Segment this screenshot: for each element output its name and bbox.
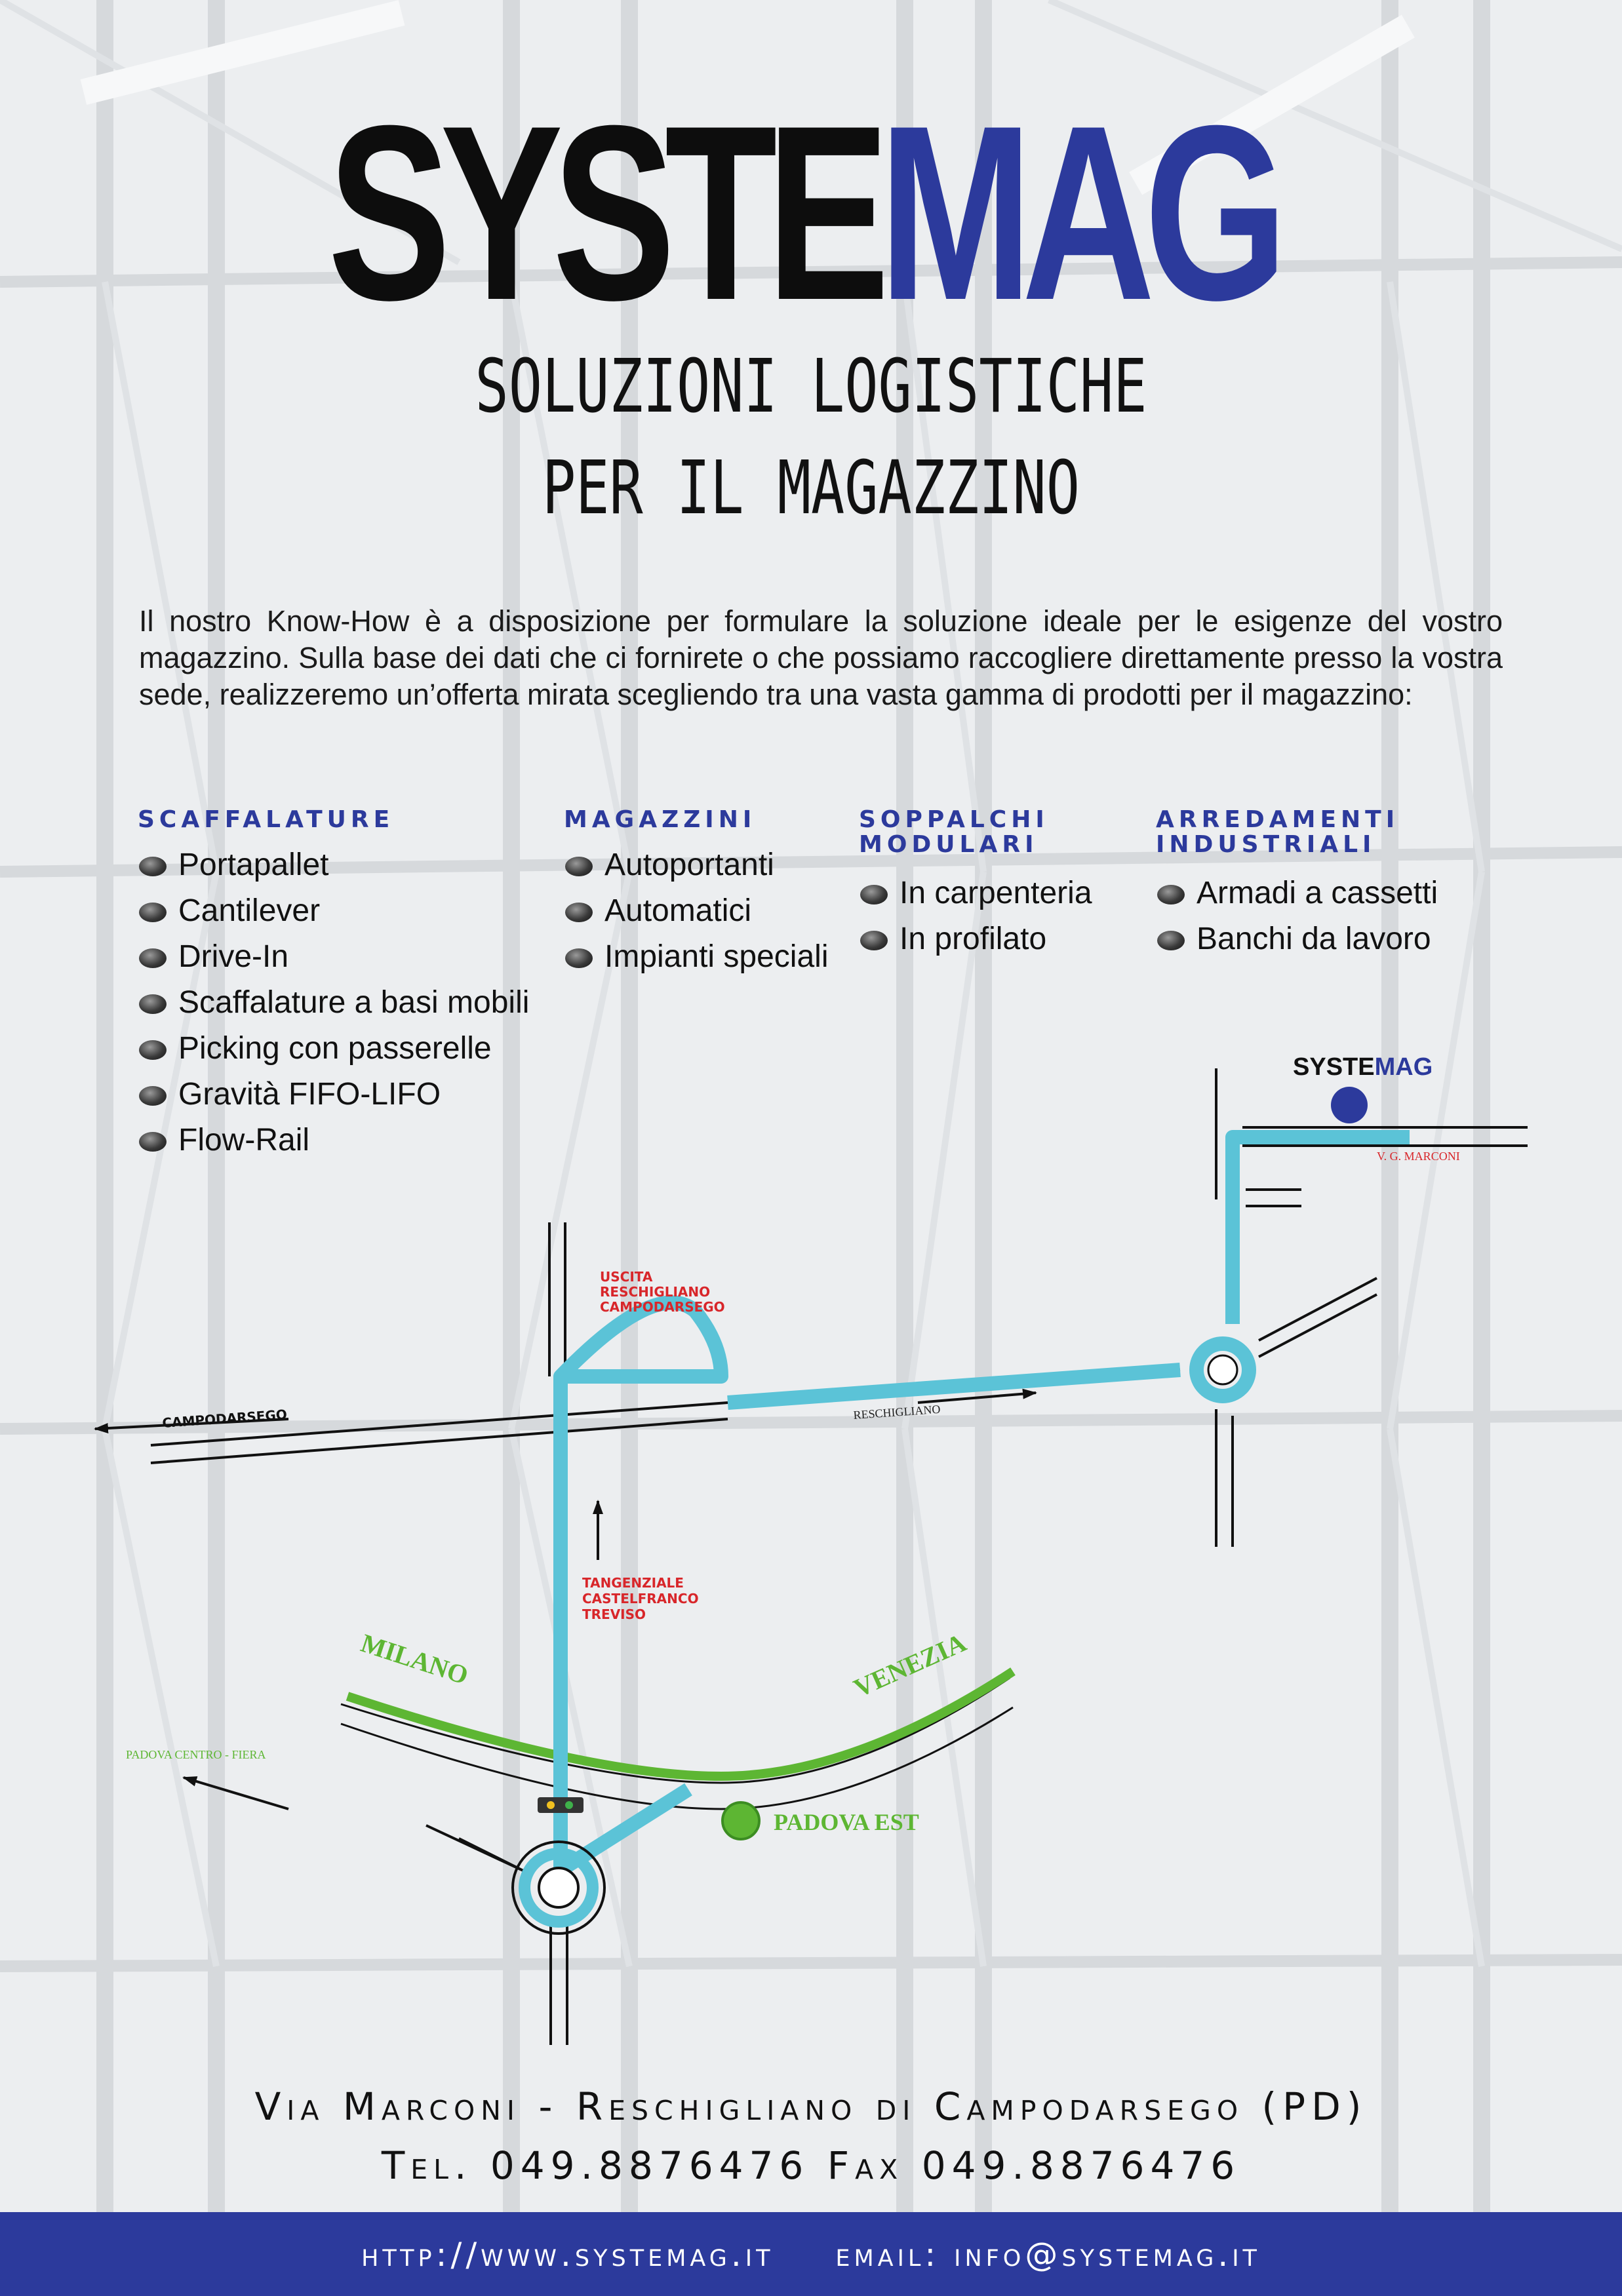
- footer-contacts: http://www.systemag.it email: info@syste…: [0, 2234, 1622, 2276]
- list-item: Flow-Rail: [138, 1118, 529, 1163]
- tagline-line-1: SOLUZIONI LOGISTICHE: [475, 344, 1147, 429]
- arrow-padova-centro: [182, 1776, 289, 1810]
- svg-text:CASTELFRANCO: CASTELFRANCO: [582, 1591, 699, 1606]
- list-item: Gravità FIFO-LIFO: [138, 1072, 529, 1118]
- list-item: Banchi da lavoro: [1156, 916, 1438, 962]
- location-marker-icon: [1331, 1087, 1368, 1123]
- list-item: Portapallet: [138, 842, 529, 888]
- label-tangenziale: TANGENZIALE CASTELFRANCO TREVISO: [582, 1575, 699, 1622]
- list-item: Autoportanti: [564, 842, 828, 888]
- category-list-soppalchi: In carpenteria In profilato: [859, 870, 1092, 962]
- route-line: [553, 1130, 1410, 1901]
- bullet-icon: [139, 948, 167, 968]
- arrow-campodarsego: [94, 1418, 289, 1433]
- bullet-icon: [139, 1132, 167, 1152]
- arrow-reschigliano: [917, 1388, 1037, 1404]
- category-title-line: INDUSTRIALI: [1156, 831, 1376, 858]
- category-list-scaffalature: Portapallet Cantilever Drive-In Scaffala…: [138, 842, 529, 1163]
- list-item: Impianti speciali: [564, 934, 828, 980]
- list-item: Scaffalature a basi mobili: [138, 980, 529, 1026]
- label-street-marconi: V. G. MARCONI: [1377, 1150, 1460, 1163]
- category-list-arredamenti: Armadi a cassetti Banchi da lavoro: [1156, 870, 1438, 962]
- label-reschigliano: RESCHIGLIANO: [853, 1403, 941, 1422]
- bullet-icon: [139, 1086, 167, 1106]
- brand-logo: SYSTEMAG: [328, 88, 1288, 338]
- email-link[interactable]: email: info@systemag.it: [835, 2236, 1261, 2274]
- tagline-line-2: PER IL MAGAZZINO: [542, 446, 1080, 531]
- category-list-magazzini: Autoportanti Automatici Impianti special…: [564, 842, 828, 980]
- bullet-icon: [860, 931, 888, 950]
- list-item: In profilato: [859, 916, 1092, 962]
- category-title-line: ARREDAMENTI: [1156, 806, 1400, 833]
- bullet-icon: [1157, 885, 1185, 905]
- label-campodarsego: CAMPODARSEGO: [162, 1407, 288, 1431]
- contact-phone: Tel. 049.8876476 Fax 049.8876476: [381, 2143, 1241, 2188]
- list-item: Cantilever: [138, 888, 529, 934]
- category-title-magazzini: MAGAZZINI: [564, 807, 756, 832]
- label-padova-centro: PADOVA CENTRO - FIERA: [126, 1748, 266, 1761]
- bullet-icon: [565, 948, 593, 968]
- website-link[interactable]: http://www.systemag.it: [361, 2236, 774, 2274]
- bullet-icon: [139, 1040, 167, 1060]
- map-roads: [150, 1068, 1528, 2045]
- category-title-arredamenti: ARREDAMENTI INDUSTRIALI: [1156, 807, 1399, 857]
- map-logo: SYSTEMAG: [1293, 1053, 1433, 1081]
- category-title-line: MODULARI: [859, 831, 1038, 858]
- roundabout-north: [1189, 1336, 1256, 1403]
- highway-line: [346, 1667, 1016, 1781]
- label-exit: USCITA RESCHIGLIANO CAMPODARSEGO: [600, 1269, 725, 1315]
- svg-text:RESCHIGLIANO: RESCHIGLIANO: [600, 1284, 710, 1300]
- bullet-icon: [565, 857, 593, 876]
- bullet-icon: [565, 903, 593, 922]
- svg-text:CAMPODARSEGO: CAMPODARSEGO: [600, 1299, 725, 1315]
- padova-est-marker-icon: [721, 1801, 761, 1840]
- footer-bar: [0, 2212, 1622, 2296]
- svg-text:TANGENZIALE: TANGENZIALE: [582, 1575, 684, 1591]
- bullet-icon: [139, 857, 167, 876]
- logo-part-2: MAG: [879, 73, 1288, 352]
- list-item: Drive-In: [138, 934, 529, 980]
- category-title-scaffalature: SCAFFALATURE: [138, 807, 394, 832]
- label-padova-est: PADOVA EST: [774, 1809, 919, 1835]
- directions-map: SYSTEMAG V. G. MARCONI USCITA RESCHIGLIA…: [94, 1053, 1528, 2045]
- svg-text:USCITA: USCITA: [600, 1269, 653, 1285]
- label-milano: MILANO: [357, 1628, 472, 1690]
- list-item: Armadi a cassetti: [1156, 870, 1438, 916]
- list-item: In carpenteria: [859, 870, 1092, 916]
- category-title-soppalchi: SOPPALCHI MODULARI: [859, 807, 1049, 857]
- svg-text:TREVISO: TREVISO: [582, 1606, 646, 1622]
- bullet-icon: [139, 994, 167, 1014]
- bullet-icon: [860, 885, 888, 905]
- intro-paragraph: Il nostro Know-How è a disposizione per …: [139, 604, 1503, 711]
- bullet-icon: [1157, 931, 1185, 950]
- bullet-icon: [139, 903, 167, 922]
- contact-address: Via Marconi - Reschigliano di Campodarse…: [254, 2084, 1368, 2129]
- category-title-line: MAGAZZINI: [564, 806, 757, 833]
- roundabout-south: [511, 1840, 606, 1935]
- list-item: Picking con passerelle: [138, 1026, 529, 1072]
- category-title-line: SOPPALCHI: [859, 806, 1049, 833]
- list-item: Automatici: [564, 888, 828, 934]
- logo-part-1: SYSTE: [328, 73, 890, 352]
- traffic-light-icon: [538, 1797, 584, 1813]
- label-venezia: VENEZIA: [849, 1627, 970, 1703]
- category-title-line: SCAFFALATURE: [138, 806, 395, 833]
